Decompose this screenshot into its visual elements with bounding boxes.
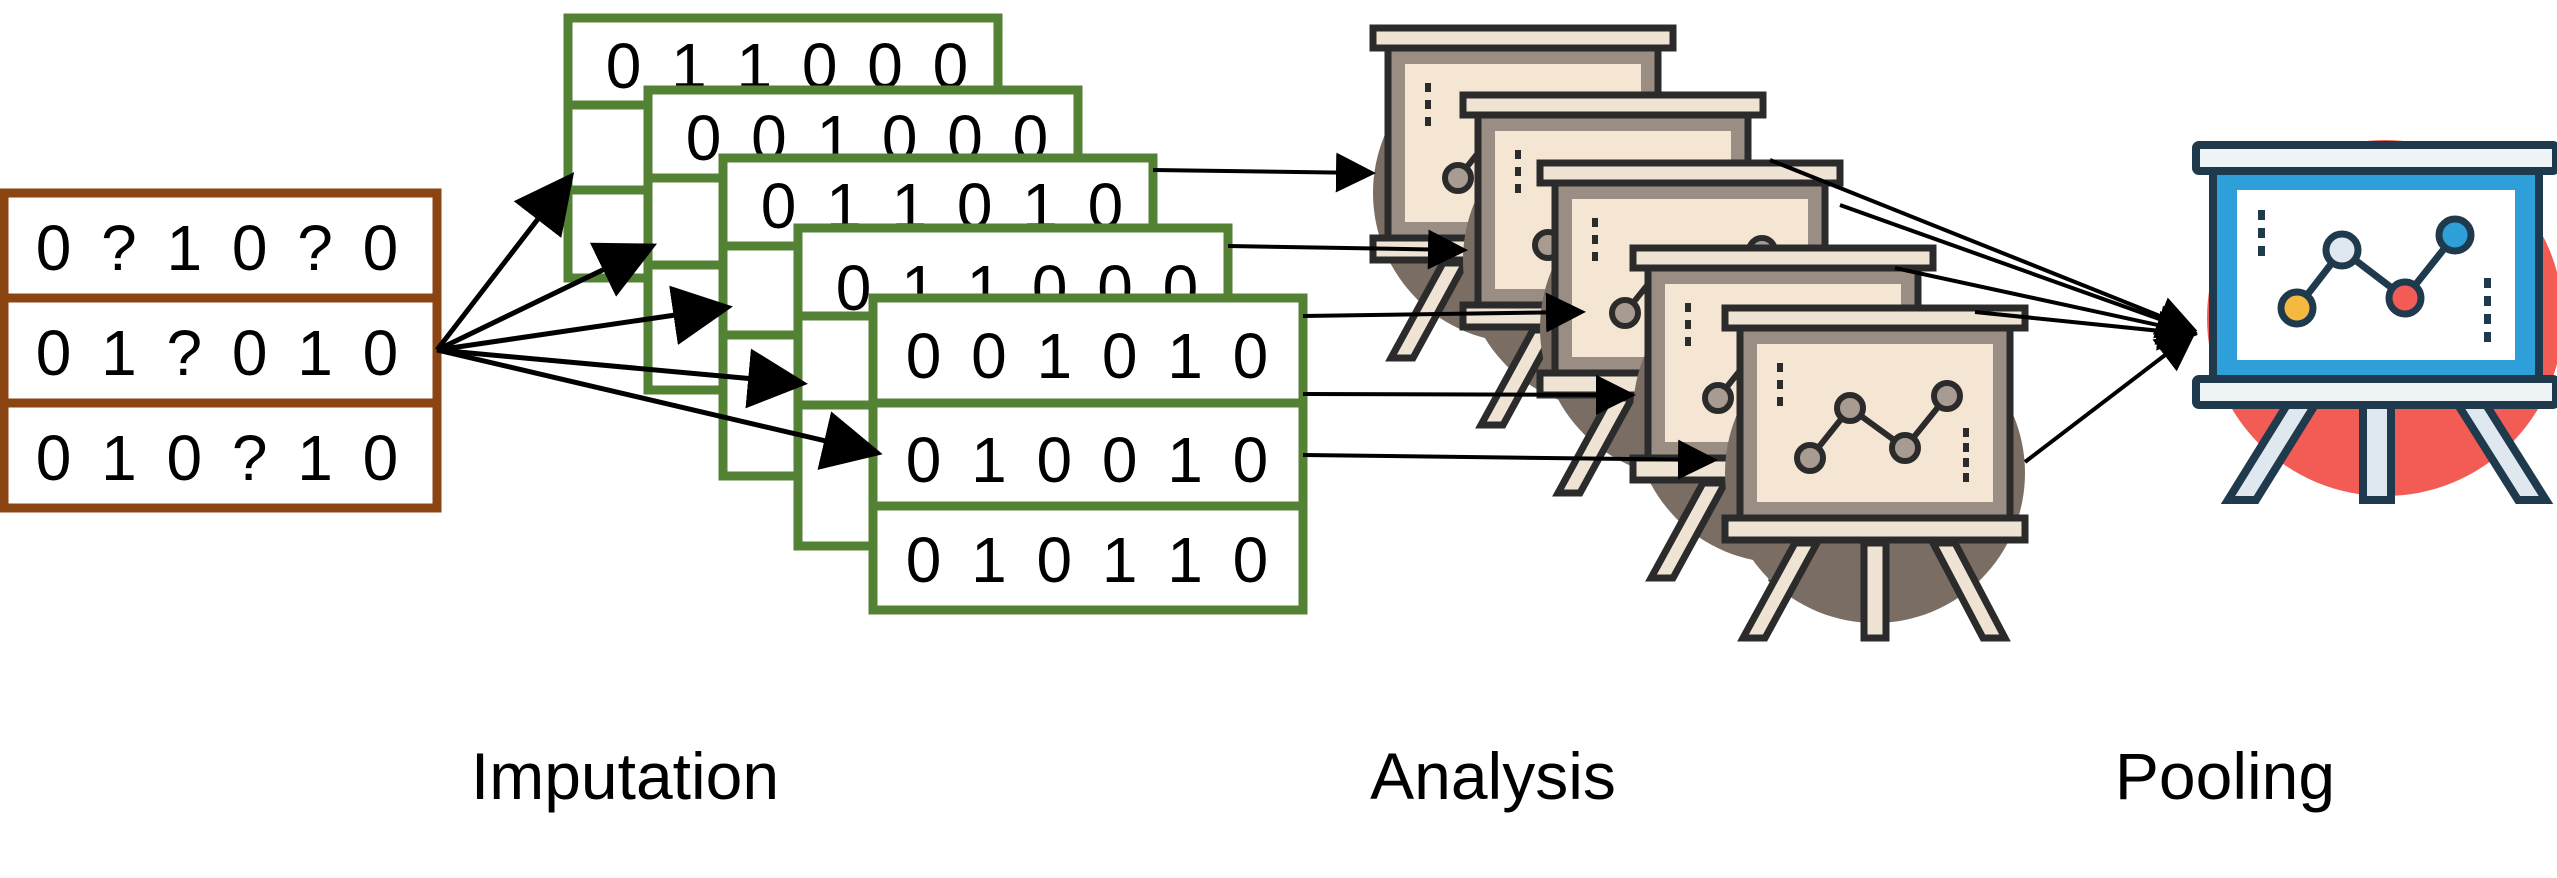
analysis-boards <box>1369 24 2029 642</box>
imputed-5-row-1: 0 0 1 0 1 0 <box>906 320 1274 392</box>
incomplete-dataset: 0 ? 1 0 ? 0 0 1 ? 0 1 0 0 1 0 ? 1 0 <box>0 188 442 513</box>
analysis-arrows <box>1152 152 1718 480</box>
analysis-label: Analysis <box>1370 739 1616 813</box>
incomplete-row-3: 0 1 0 ? 1 0 <box>36 422 404 494</box>
imputed-dataset-5: 0 0 1 0 1 0 0 1 0 0 1 0 0 1 0 1 1 0 <box>868 293 1308 615</box>
pooled-chart-icon <box>2192 140 2557 504</box>
pooling-label: Pooling <box>2114 739 2336 813</box>
analysis-board-5 <box>1721 304 2029 642</box>
imputed-5-row-3: 0 1 0 1 1 0 <box>906 524 1274 596</box>
imputed-5-row-2: 0 1 0 0 1 0 <box>906 424 1274 496</box>
pooling-arrows <box>1769 158 2198 464</box>
incomplete-row-2: 0 1 ? 0 1 0 <box>36 317 404 389</box>
imputation-arrows <box>435 172 883 470</box>
incomplete-row-1: 0 ? 1 0 ? 0 <box>36 212 404 284</box>
imputation-label: Imputation <box>470 739 780 813</box>
